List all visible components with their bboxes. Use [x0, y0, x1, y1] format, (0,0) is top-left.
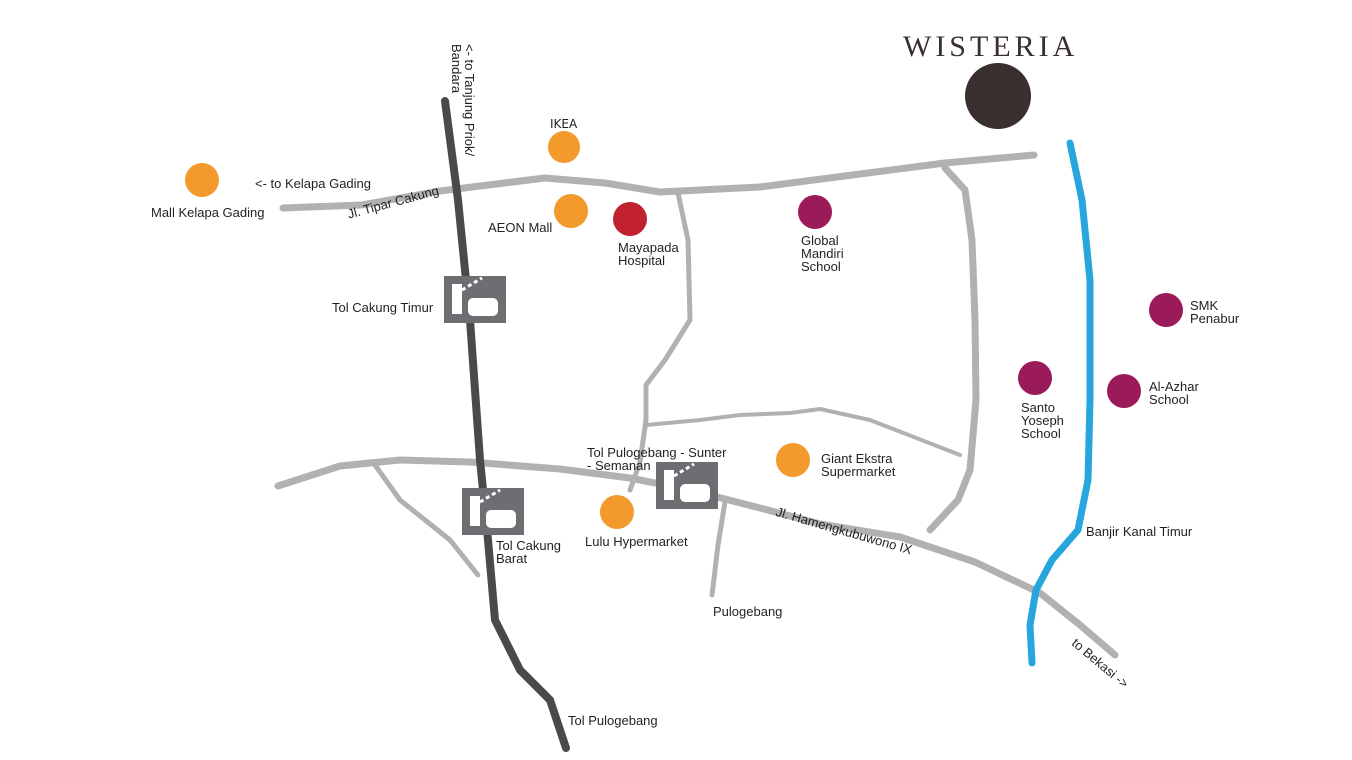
label-banjir-kanal-timur: Banjir Kanal Timur [1086, 524, 1193, 539]
marker-global-mandiri-school [798, 195, 832, 229]
label-mall-kelapa-gading: Mall Kelapa Gading [151, 205, 265, 220]
marker-mall-kelapa-gading [185, 163, 219, 197]
marker-mayapada-hospital [613, 202, 647, 236]
toll-gate-cakung-barat-icon [462, 488, 524, 535]
marker-smk-penabur [1149, 293, 1183, 327]
label-tol-cakung-barat: Tol Cakung Barat [496, 538, 562, 566]
label-global-mandiri-school: Global Mandiri School [801, 233, 844, 274]
toll-gate-pulogebang-icon [656, 462, 718, 509]
label-tol-pulogebang: Tol Pulogebang [568, 713, 658, 728]
label-pulogebang: Pulogebang [713, 604, 783, 619]
label-to-tanjung-priok: <- to Tanjung Priok/ Bandara [449, 44, 477, 157]
label-lulu-hypermarket: Lulu Hypermarket [585, 534, 688, 549]
brand-marker [965, 63, 1031, 129]
label-al-azhar-school: Al-Azhar School [1149, 379, 1199, 407]
road-toll-highway [441, 97, 570, 752]
brand-wordmark: WISTERIA [903, 30, 1079, 63]
road-pulogebang [709, 499, 728, 598]
marker-giant-ekstra [776, 443, 810, 477]
marker-santo-yoseph-school [1018, 361, 1052, 395]
label-to-kelapa-gading: <- to Kelapa Gading [255, 176, 371, 191]
road-west-spur [372, 462, 481, 578]
marker-lulu-hypermarket [600, 495, 634, 529]
road-hamengkubuwono [274, 456, 1119, 659]
marker-al-azhar-school [1107, 374, 1141, 408]
road-east-connector [926, 164, 980, 534]
label-santo-yoseph-school: Santo Yoseph School [1021, 400, 1064, 441]
label-ikea: IKEA [550, 117, 578, 131]
label-aeon-mall: AEON Mall [488, 220, 553, 235]
road-inner-loop [644, 407, 962, 457]
label-tol-cakung-timur: Tol Cakung Timur [332, 300, 434, 315]
label-smk-penabur: SMK Penabur [1190, 298, 1240, 326]
road-tipar-cakung [279, 151, 1038, 212]
label-mayapada-hospital: Mayapada Hospital [618, 240, 679, 268]
marker-ikea [548, 131, 580, 163]
label-tol-pulogebang-sunter: Tol Pulogebang - Sunter - Semanan [587, 445, 727, 473]
toll-gate-cakung-timur-icon [444, 276, 506, 323]
canal-banjir-kanal-timur [1026, 139, 1094, 667]
label-giant-ekstra: Giant Ekstra Supermarket [821, 451, 896, 479]
marker-aeon-mall [554, 194, 588, 228]
road-central-north-south [627, 190, 693, 493]
